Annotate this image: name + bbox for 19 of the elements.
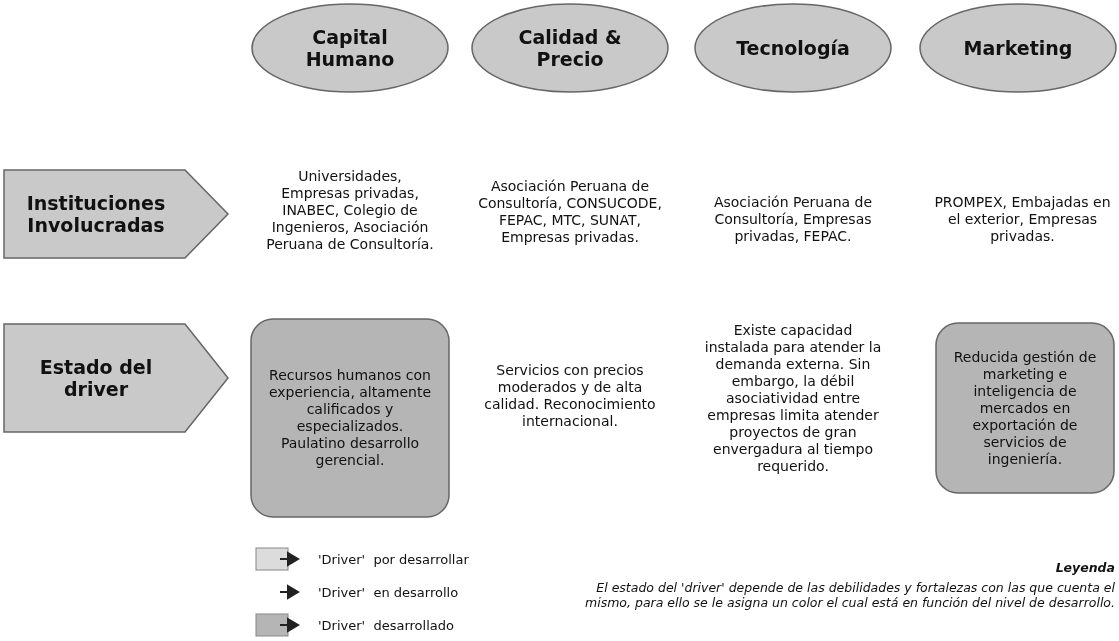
row-header-arrow: Instituciones Involucradas: [2, 168, 230, 260]
row-header-arrow: Estado del driver: [2, 322, 230, 434]
status-text: Servicios con precios moderados y de alta calidad. Reconocimiento internacional.: [483, 362, 657, 430]
driver-oval: Marketing: [918, 2, 1118, 94]
status-text: Existe capacidad instalada para atender la demanda externa. Sin embargo, la débil asociatividad entre empresas limita atender proyectos de gran envergadura al tiempo requerido.: [703, 322, 883, 475]
legend-note: El estado del 'driver' depende de las debilidades y fortalezas con las que cuenta el mismo, para ello se le asigna un color el cual está en función del nivel de desarrollo.: [584, 580, 1115, 610]
legend-title: Leyenda: [1054, 560, 1115, 575]
institution-list: PROMPEX, Embajadas en el exterior, Empresas privadas.: [930, 194, 1115, 245]
legend-text: 'Driver' por desarrollar: [318, 551, 469, 568]
institution-list: Universidades, Empresas privadas, INABEC, Colegio de Ingenieros, Asociación Peruana de Consultoría.: [262, 168, 438, 253]
legend-text: 'Driver' desarrollado: [318, 617, 454, 634]
institution-list: Asociación Peruana de Consultoría, Empresas privadas, FEPAC.: [703, 194, 883, 245]
status-box: Reducida gestión de marketing e inteligencia de mercados en exportación de servicios de ingeniería.: [935, 322, 1115, 494]
institution-list: Asociación Peruana de Consultoría, CONSUCODE, FEPAC, MTC, SUNAT, Empresas privadas.: [475, 178, 665, 246]
driver-oval: Tecnología: [693, 2, 893, 94]
driver-oval: Capital Humano: [250, 2, 450, 94]
legend-text: 'Driver' en desarrollo: [318, 584, 459, 601]
driver-oval: Calidad & Precio: [470, 2, 670, 94]
status-box: Recursos humanos con experiencia, altamente calificados y especializados. Paulatino desarrollo gerencial.: [250, 318, 450, 518]
